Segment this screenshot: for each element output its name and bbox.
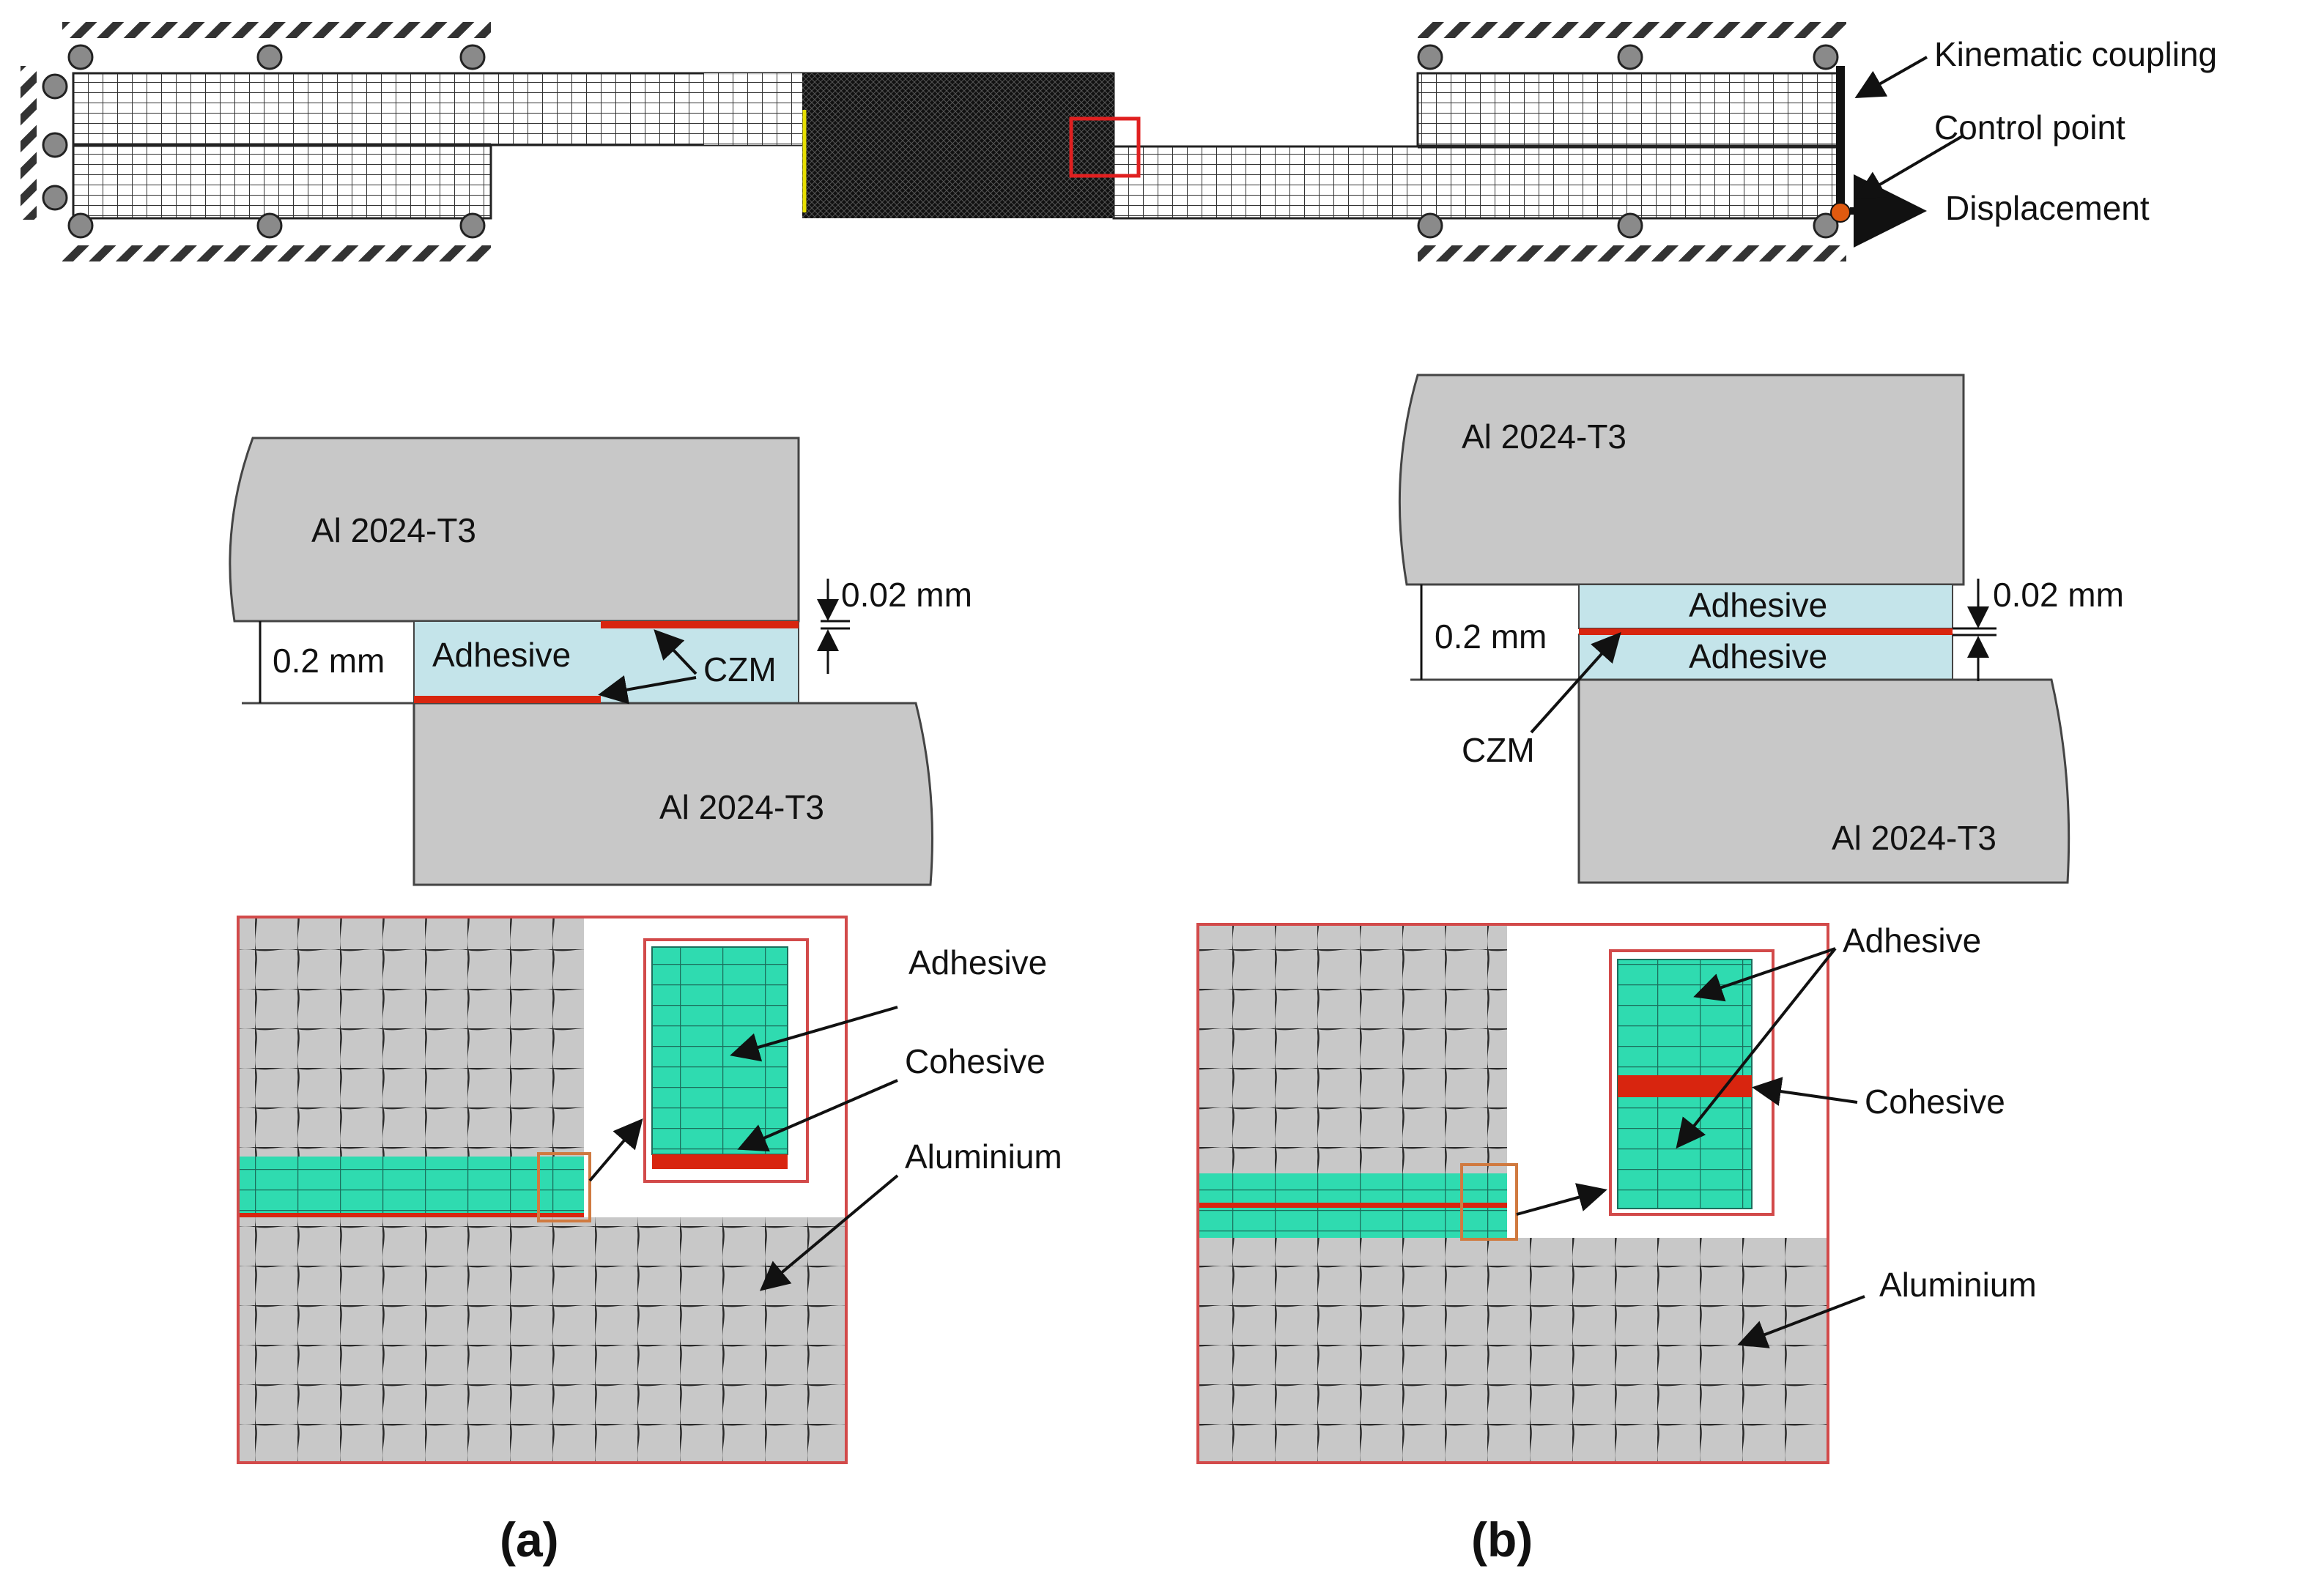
top-fe-model: Kinematic coupling Control point Displac… xyxy=(21,22,2217,261)
panel-a-mesh-aluminium-lower xyxy=(240,1217,845,1461)
right-substrate-lower xyxy=(1112,145,1840,220)
panel-a-czm-leader-top xyxy=(654,629,697,675)
panel-a-zoom-box xyxy=(537,1152,591,1222)
hatch-ground-bottom-right-icon xyxy=(1418,245,1846,261)
panel-b-zoom-box xyxy=(1460,1163,1518,1241)
panel-b-czm-layer xyxy=(1579,628,1953,635)
panel-b-al-lower-label: Al 2024-T3 xyxy=(1832,819,1996,857)
panel-a-czm-bottom xyxy=(414,696,601,703)
hatch-ground-bottom-left-icon xyxy=(62,245,491,261)
control-point-marker xyxy=(1830,202,1851,223)
panel-b-thickness-label: 0.2 mm xyxy=(1435,617,1547,656)
panel-a-caption: (a) xyxy=(500,1513,559,1567)
panel-a-schematic: Al 2024-T3 Adhesive CZM 0.2 mm 0.02 mm A… xyxy=(229,437,972,886)
panel-b-mesh-detail: Adhesive Cohesive Aluminium xyxy=(1196,921,2037,1464)
panel-b-lower-aluminium xyxy=(1577,678,2070,884)
panel-b-aluminium-leader xyxy=(1737,1295,1865,1348)
panel-b-mesh-aluminium-label: Aluminium xyxy=(1879,1266,2037,1304)
panel-a-czm-leader-bottom xyxy=(598,675,697,705)
panel-a-mesh-cohesive-label: Cohesive xyxy=(905,1042,1046,1080)
panel-a-czm-label: CZM xyxy=(703,650,777,688)
panel-b-adhesive-upper xyxy=(1578,584,1953,629)
panel-a-inset-cohesive xyxy=(652,1154,788,1169)
panel-a-adhesive-leader xyxy=(730,1006,898,1062)
control-point-leader xyxy=(1854,134,1965,200)
panel-a-al-upper-label: Al 2024-T3 xyxy=(311,511,476,549)
panel-a-mesh-aluminium-label: Aluminium xyxy=(905,1137,1062,1176)
panel-a-mesh-adhesive xyxy=(240,1157,584,1215)
control-point-label: Control point xyxy=(1934,108,2125,146)
panel-a-inset-adhesive xyxy=(651,946,788,1155)
kinematic-coupling-leader xyxy=(1854,56,1928,98)
panel-b-adhesive-lower-label: Adhesive xyxy=(1689,637,1827,675)
overlap-refined-mesh xyxy=(802,73,1114,218)
zoom-region-box xyxy=(1069,116,1141,178)
panel-b-caption: (b) xyxy=(1471,1513,1533,1567)
panel-a-czm-top xyxy=(601,621,799,628)
panel-a-mesh-aluminium-upper xyxy=(240,918,584,1157)
panel-a-aluminium-leader xyxy=(759,1174,899,1291)
panel-b-mesh-aluminium-lower xyxy=(1199,1238,1827,1461)
roller-support-icon xyxy=(42,44,1839,239)
panel-b-mesh-adhesive-label: Adhesive xyxy=(1843,921,1981,960)
panel-b-czm-leader xyxy=(1530,632,1621,734)
panel-b-czm-thickness-label: 0.02 mm xyxy=(1993,576,2124,614)
panel-b-mesh-cohesive xyxy=(1199,1203,1507,1208)
panel-a-czm-thickness-label: 0.02 mm xyxy=(841,576,972,614)
panel-a-cohesive-leader xyxy=(737,1079,898,1152)
panel-b-adhesive-lower xyxy=(1578,634,1953,680)
left-substrate-lower xyxy=(72,144,492,220)
panel-a-adhesive-label: Adhesive xyxy=(432,636,571,674)
overlap-transition-mesh xyxy=(703,73,802,145)
panel-b-inset-cohesive xyxy=(1618,1075,1752,1097)
kinematic-coupling-bar xyxy=(1836,66,1845,220)
right-substrate-upper xyxy=(1416,72,1840,148)
panel-b-upper-aluminium xyxy=(1398,374,1965,586)
displacement-label: Displacement xyxy=(1945,189,2150,227)
panel-b-adhesive-leader-1 xyxy=(1693,947,1836,1002)
panel-a-al-lower-label: Al 2024-T3 xyxy=(659,788,824,826)
panel-b-mesh-cohesive-label: Cohesive xyxy=(1865,1083,2005,1121)
panel-a-mesh-cohesive xyxy=(240,1213,584,1217)
panel-a-mesh-detail: Adhesive Cohesive Aluminium xyxy=(237,916,1062,1464)
panel-b-al-upper-label: Al 2024-T3 xyxy=(1462,417,1626,456)
kinematic-coupling-label: Kinematic coupling xyxy=(1934,35,2217,73)
hatch-ground-top-left-icon xyxy=(62,22,491,38)
panel-a-thickness-label: 0.2 mm xyxy=(273,642,385,680)
hatch-ground-top-right-icon xyxy=(1418,22,1846,38)
panel-a-upper-aluminium xyxy=(229,437,800,623)
panel-b-schematic: Al 2024-T3 Adhesive Adhesive 0.2 mm 0.02… xyxy=(1398,374,2124,884)
panel-b-adhesive-upper-label: Adhesive xyxy=(1689,586,1827,624)
panel-b-adhesive-leader-2 xyxy=(1676,947,1837,1149)
panel-a-mesh-adhesive-label: Adhesive xyxy=(908,943,1047,981)
panel-b-cohesive-leader xyxy=(1752,1077,1858,1106)
panel-b-czm-label: CZM xyxy=(1462,731,1535,769)
panel-b-mesh-aluminium-upper xyxy=(1199,926,1507,1173)
panel-a-lower-aluminium xyxy=(412,702,933,886)
hatch-ground-left-wall-icon xyxy=(21,66,37,220)
